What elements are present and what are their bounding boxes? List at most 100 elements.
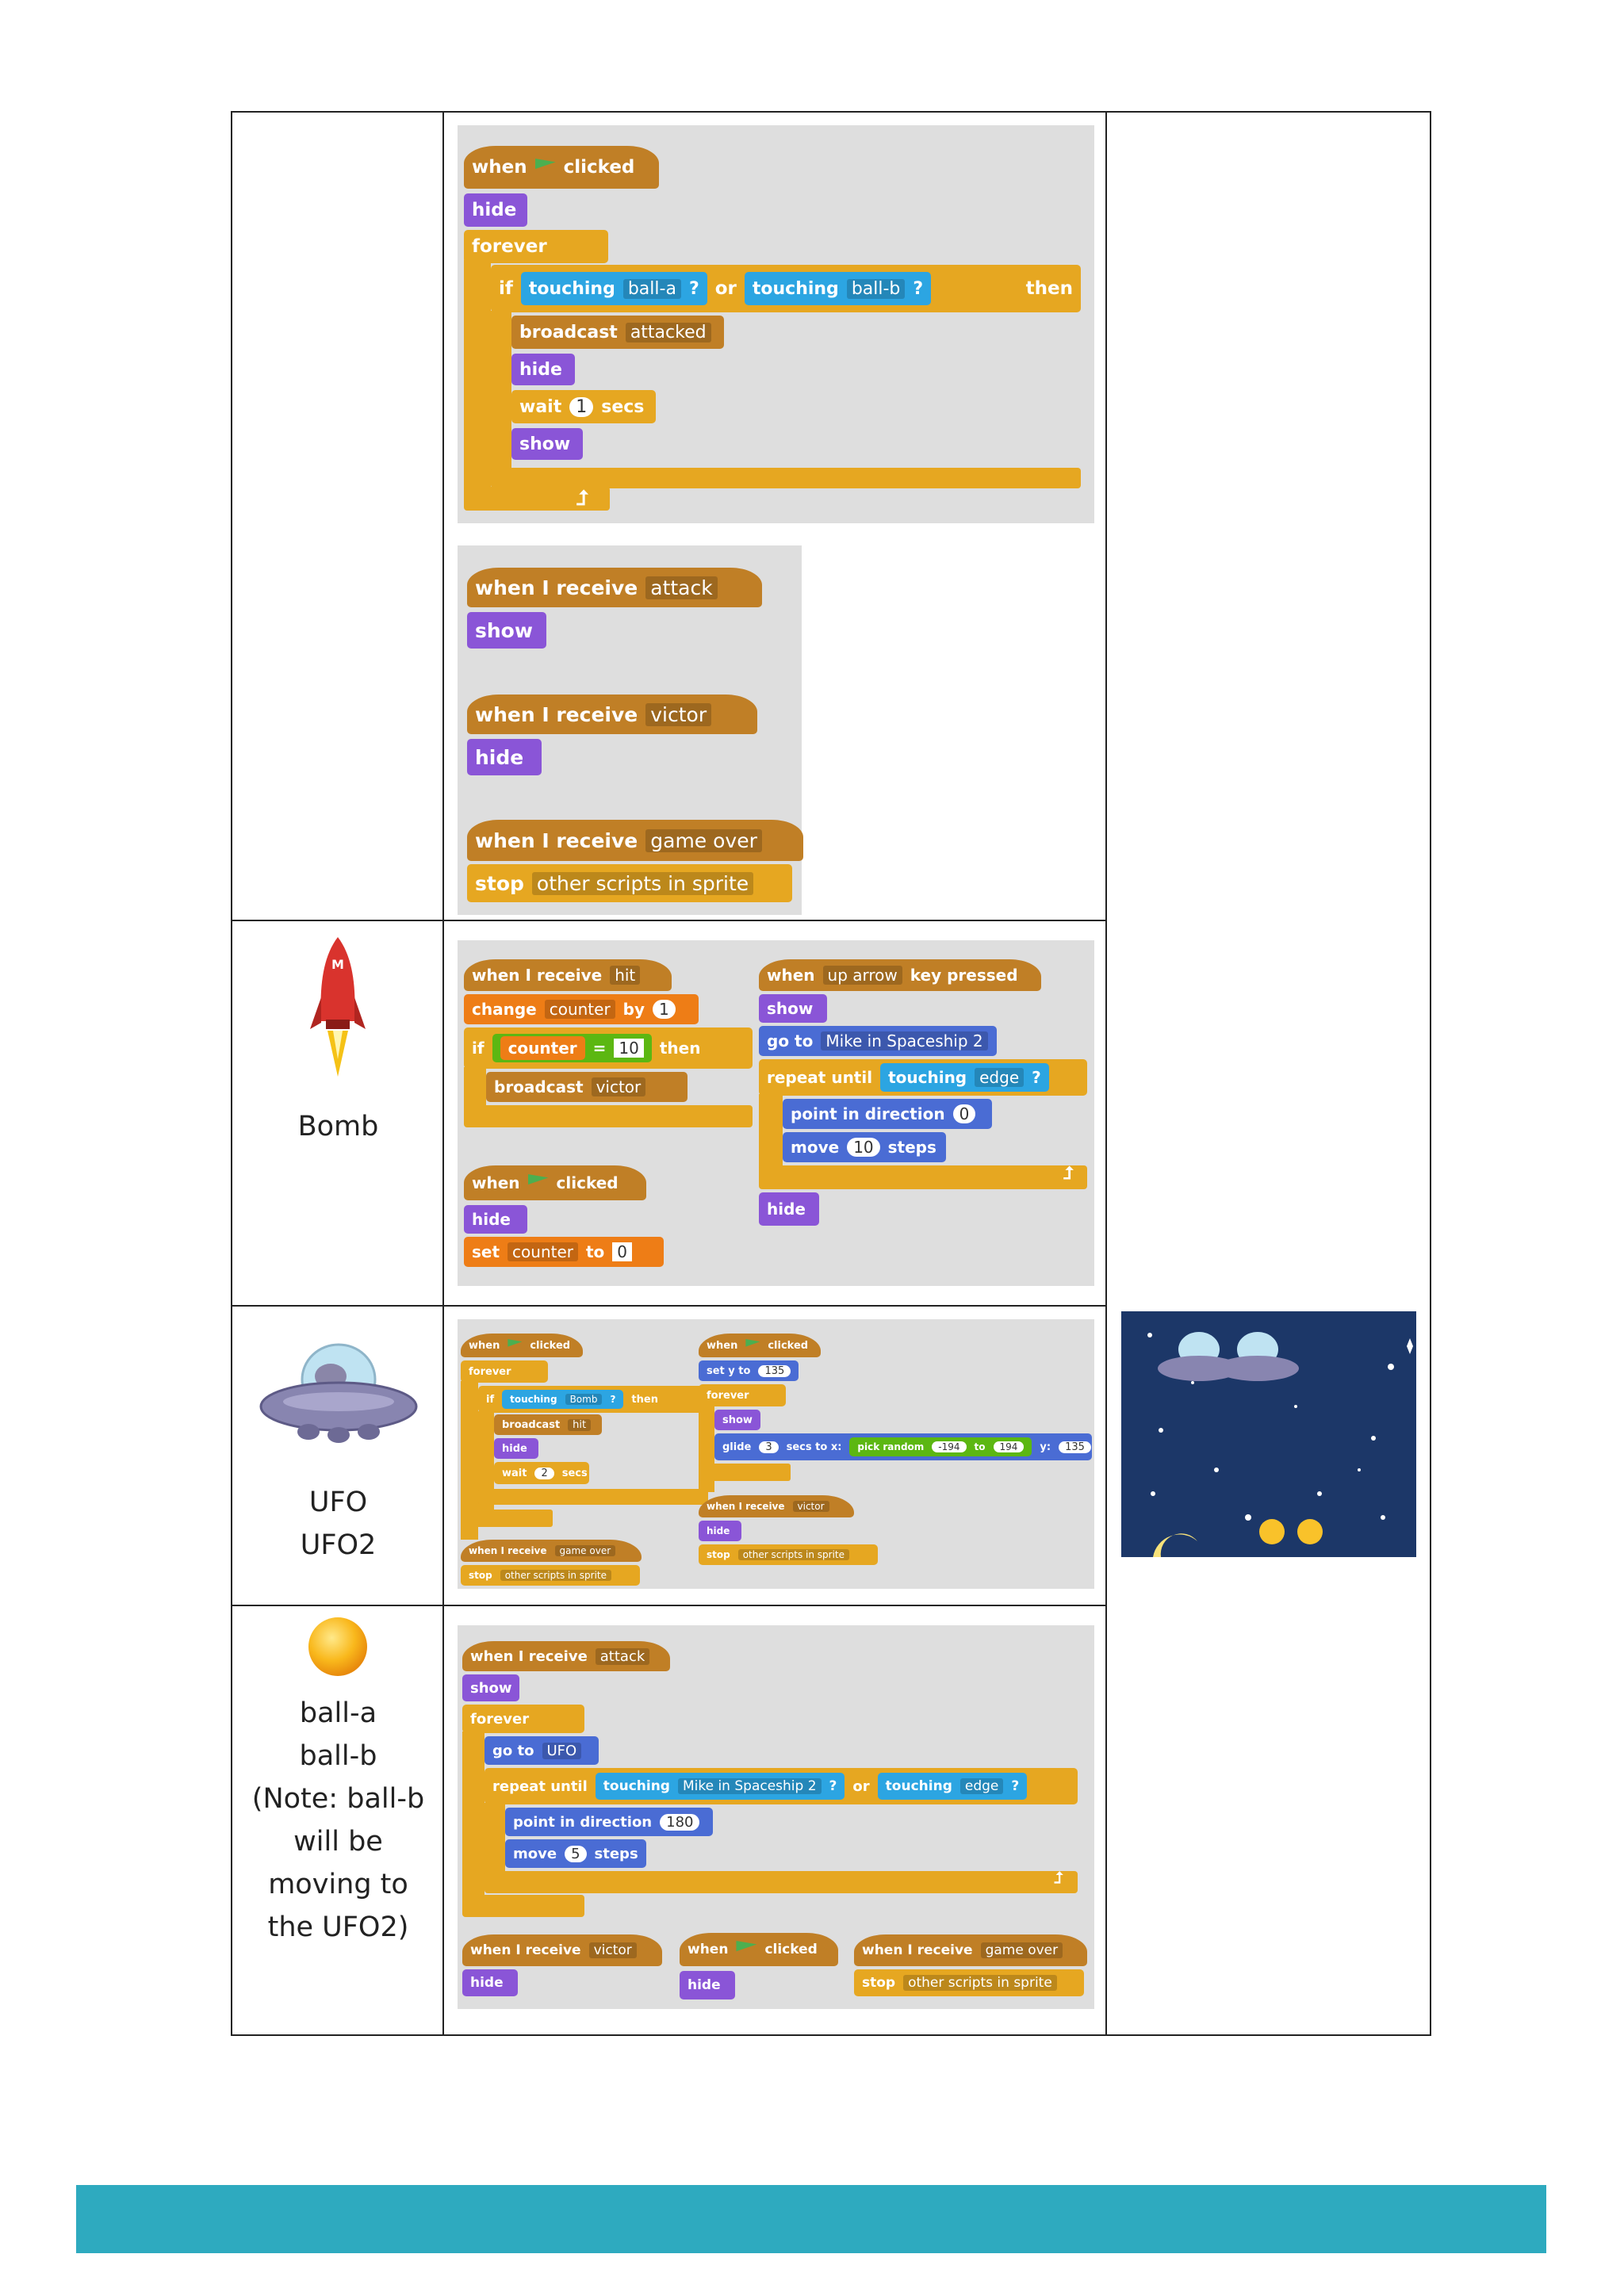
block-text: when bbox=[472, 157, 527, 178]
hide-block-2[interactable]: hide bbox=[759, 1192, 819, 1226]
stage-column-cell bbox=[1105, 111, 1431, 2036]
repeat-bottom bbox=[485, 1871, 1078, 1893]
show-block-b[interactable]: show bbox=[467, 612, 546, 649]
ball-icon bbox=[308, 1617, 367, 1676]
hide-block-2[interactable]: hide bbox=[511, 354, 575, 385]
block-text: hide bbox=[472, 200, 517, 220]
hide-block-b[interactable]: hide bbox=[467, 739, 542, 775]
footer-bar bbox=[76, 2185, 1546, 2253]
sprite-name: Bomb bbox=[297, 1111, 379, 1142]
hide-block[interactable]: hide bbox=[464, 193, 527, 227]
loop-arrow-icon: ⮥ bbox=[1054, 1868, 1063, 1887]
forever-bottom bbox=[462, 1895, 584, 1917]
if-bottom bbox=[491, 468, 1081, 488]
game-stage-image bbox=[1121, 1311, 1416, 1557]
green-flag-icon bbox=[534, 159, 556, 170]
green-flag-icon bbox=[745, 1339, 760, 1347]
sprite-name: ball-b bbox=[299, 1740, 377, 1772]
green-flag-icon bbox=[527, 1174, 549, 1185]
if-bottom bbox=[478, 1489, 708, 1505]
block-text: or bbox=[714, 278, 737, 299]
hide-block[interactable]: hide bbox=[494, 1438, 538, 1459]
balls-sprite-cell: ball-a ball-b (Note: ball-b will be movi… bbox=[231, 1605, 444, 2036]
block-text: clicked bbox=[563, 157, 635, 178]
when-flag-clicked-block[interactable]: when clicked bbox=[464, 146, 659, 189]
forever-block[interactable]: forever bbox=[464, 230, 608, 263]
forever-block-2[interactable]: forever bbox=[699, 1384, 786, 1406]
loop-arrow-icon: ⮥ bbox=[576, 487, 589, 511]
forever-arm bbox=[462, 1732, 485, 1906]
show-block[interactable]: show bbox=[511, 428, 583, 460]
sprite-name: ball-a bbox=[299, 1697, 377, 1729]
forever-block[interactable]: forever bbox=[462, 1705, 584, 1733]
ufo-sprite-cell: UFO UFO2 bbox=[231, 1305, 444, 1606]
repeat-bottom bbox=[759, 1165, 1087, 1189]
block-text: if bbox=[499, 278, 513, 299]
sprite-name: UFO2 bbox=[300, 1529, 377, 1561]
hide-block-2[interactable]: hide bbox=[699, 1521, 741, 1541]
rocket-icon: M bbox=[310, 937, 366, 1077]
show-block[interactable]: show bbox=[714, 1410, 760, 1430]
forever-block[interactable]: forever bbox=[461, 1360, 548, 1383]
loop-arrow-icon: ⮥ bbox=[1063, 1164, 1074, 1184]
hide-block-2[interactable]: hide bbox=[680, 1971, 735, 1999]
sprite-note: moving to bbox=[268, 1869, 408, 1900]
show-block[interactable]: show bbox=[759, 994, 827, 1023]
hide-block[interactable]: hide bbox=[462, 1969, 518, 1996]
hide-block[interactable]: hide bbox=[464, 1205, 527, 1234]
if-arm bbox=[478, 1411, 494, 1514]
ufo-icon bbox=[259, 1343, 418, 1443]
bomb-sprite-cell: M Bomb bbox=[231, 920, 444, 1307]
green-flag-icon bbox=[508, 1339, 523, 1347]
show-block[interactable]: show bbox=[462, 1674, 519, 1701]
